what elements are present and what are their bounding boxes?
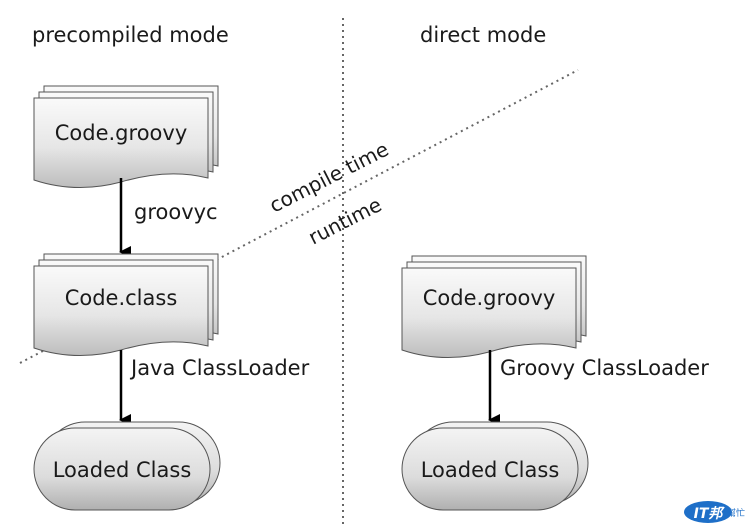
loaded-class-label-precompiled: Loaded Class bbox=[53, 458, 192, 482]
direct-source-file-label: Code.groovy bbox=[423, 286, 556, 310]
logo-text: IT邦 bbox=[694, 505, 726, 522]
loaded-class-direct: Loaded Class bbox=[401, 421, 589, 511]
ithome-logo-icon: IT邦 幫忙 bbox=[684, 501, 745, 523]
loaded-class-label-direct: Loaded Class bbox=[421, 458, 560, 482]
logo-subtext: 幫忙 bbox=[727, 507, 745, 519]
source-file-document-direct: Code.groovy bbox=[401, 255, 587, 358]
java-classloader-label: Java ClassLoader bbox=[129, 356, 310, 380]
heading-precompiled-mode: precompiled mode bbox=[32, 23, 229, 47]
source-file-label: Code.groovy bbox=[55, 121, 188, 145]
class-file-document: Code.class bbox=[33, 253, 219, 356]
compiler-label: groovyc bbox=[134, 200, 218, 224]
groovy-classloader-label: Groovy ClassLoader bbox=[500, 356, 709, 380]
loaded-class-precompiled: Loaded Class bbox=[33, 421, 221, 511]
class-file-label: Code.class bbox=[65, 286, 178, 310]
source-file-document-precompiled: Code.groovy bbox=[33, 85, 219, 188]
runtime-label: runtime bbox=[304, 192, 385, 249]
heading-direct-mode: direct mode bbox=[420, 23, 546, 47]
